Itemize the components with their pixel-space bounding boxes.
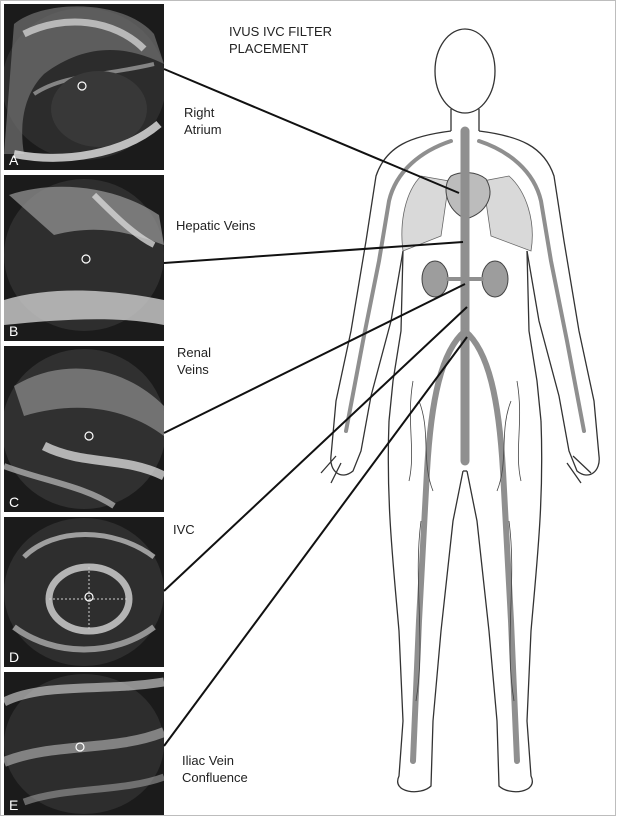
leader-line-hepatic-veins [164,242,463,263]
figure-title: IVUS IVC FILTER PLACEMENT [229,23,332,57]
right-kidney [422,261,448,297]
left-kidney [482,261,508,297]
venous-system [346,131,584,761]
label-ivc: IVC [173,521,195,538]
label-right-atrium: Right Atrium [184,104,222,138]
label-hepatic-veins: Hepatic Veins [176,217,256,234]
label-iliac-vein-confluence: Iliac Vein Confluence [182,752,248,786]
label-renal-veins: Renal Veins [177,344,211,378]
left-lung [483,176,532,251]
right-lung [402,176,449,251]
body-outline [321,29,599,792]
